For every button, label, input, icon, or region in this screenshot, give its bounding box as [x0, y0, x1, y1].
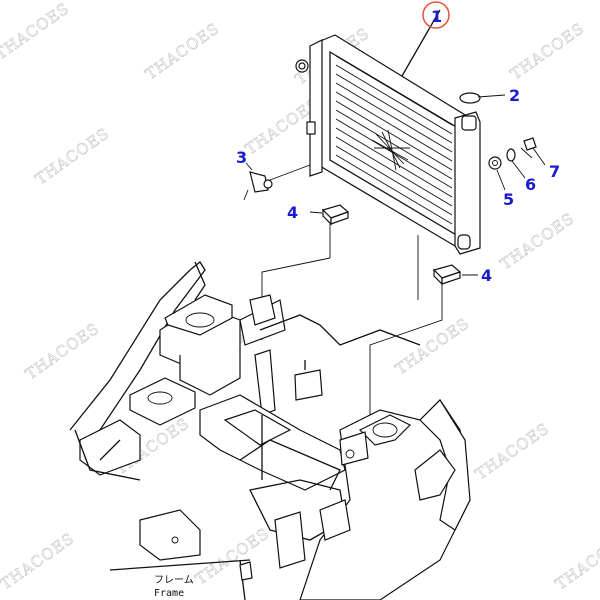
radiator — [295, 9, 481, 255]
callout-5: 5 — [503, 190, 514, 209]
watermark: THACOES — [552, 529, 600, 593]
callout-2: 2 — [509, 86, 520, 105]
mounting-hardware — [488, 137, 546, 191]
callout-6: 6 — [525, 175, 536, 194]
rubber-mount-pad — [369, 235, 478, 430]
watermark: THACOES — [472, 419, 553, 483]
watermark: THACOES — [0, 0, 73, 63]
watermark: THACOES — [32, 124, 113, 188]
watermark: THACOES — [392, 314, 473, 378]
drain-valve — [243, 162, 311, 201]
callout-1: 1 — [431, 7, 442, 26]
watermark: THACOES — [0, 529, 78, 593]
watermark: THACOES — [507, 19, 588, 83]
machine-frame — [69, 261, 471, 600]
callout-3: 3 — [236, 148, 247, 167]
callout-highlight-circle — [422, 1, 450, 29]
frame-label-japanese: フレーム — [154, 574, 194, 586]
radiator-cap — [459, 92, 506, 104]
watermark: THACOES — [497, 209, 578, 273]
callout-4: 4 — [481, 266, 492, 285]
frame-label-english: Frame — [154, 588, 184, 599]
watermark: THACOES — [142, 19, 223, 83]
callout-7: 7 — [549, 162, 560, 181]
watermark: THACOES — [192, 524, 273, 588]
callout-4: 4 — [287, 203, 298, 222]
watermark: THACOES — [22, 319, 103, 383]
